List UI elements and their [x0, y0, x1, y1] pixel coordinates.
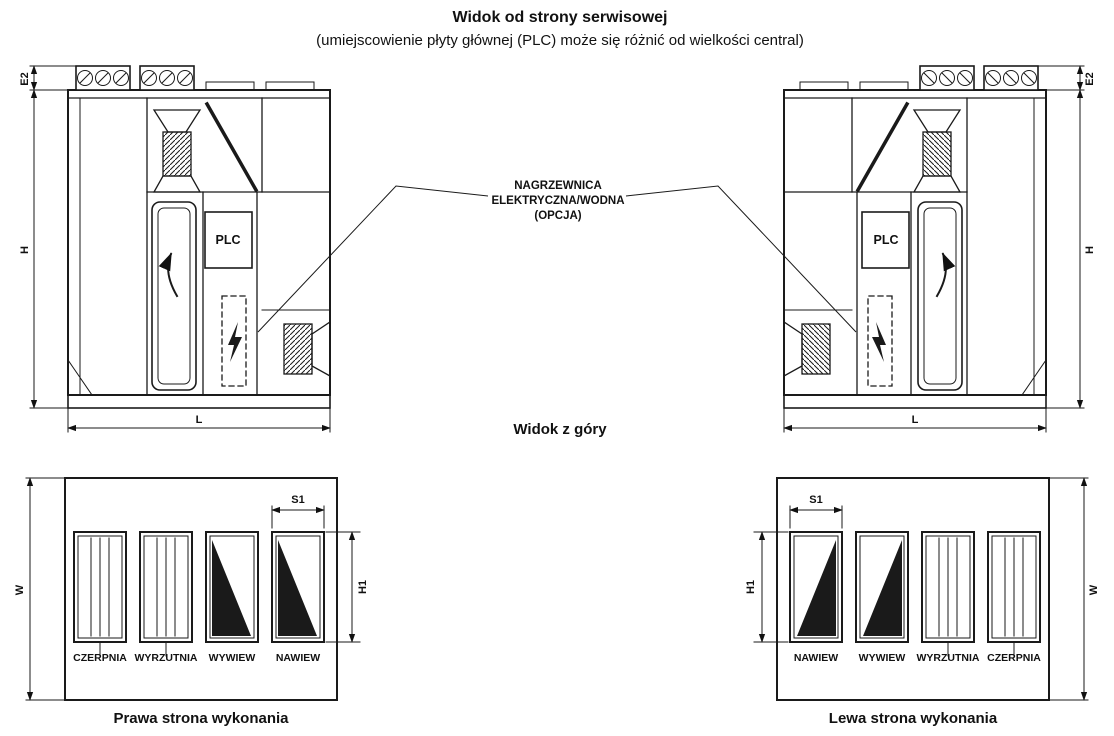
opening-label-wywiew: WYWIEW — [859, 652, 906, 664]
opening-label-wyrzutnia: WYRZUTNIA — [135, 652, 198, 664]
page-subtitle: (umiejscowienie płyty głównej (PLC) może… — [316, 32, 804, 49]
dim-label-e2-right: E2 — [1084, 72, 1096, 85]
top-view-right-execution — [26, 478, 360, 700]
top-view-left-execution — [754, 478, 1088, 700]
caption-right-execution: Prawa strona wykonania — [113, 710, 289, 727]
dim-label-h-right: H — [1084, 246, 1096, 254]
top-view-heading: Widok z góry — [513, 421, 607, 438]
heater-callout-line2: ELEKTRYCZNA/WODNA — [491, 195, 624, 207]
dim-label-h-left: H — [19, 246, 31, 254]
dim-label-l-left: L — [196, 414, 203, 426]
heater-callout-line1: NAGRZEWNICA — [514, 180, 602, 192]
opening-label-czerpnia: CZERPNIA — [73, 652, 127, 664]
dim-label-w-left-plan: W — [14, 584, 26, 595]
heater-callout-line3: (OPCJA) — [534, 210, 581, 222]
page-title: Widok od strony serwisowej — [452, 9, 667, 26]
plc-label-left: PLC — [216, 233, 241, 247]
dim-label-h1-left-plan: H1 — [357, 580, 369, 594]
opening-label-wywiew: WYWIEW — [209, 652, 256, 664]
plc-label-right: PLC — [874, 233, 899, 247]
dim-label-l-right: L — [912, 414, 919, 426]
caption-left-execution: Lewa strona wykonania — [829, 710, 998, 727]
opening-label-czerpnia: CZERPNIA — [987, 652, 1041, 664]
dim-label-h1-right-plan: H1 — [745, 580, 757, 594]
dim-label-e2-left: E2 — [19, 72, 31, 85]
dim-label-s1-right-plan: S1 — [809, 494, 822, 506]
service-view-left-unit — [30, 66, 330, 432]
heater-leader-line-left — [257, 185, 489, 333]
opening-label-nawiew: NAWIEW — [276, 652, 320, 664]
dim-label-s1-left-plan: S1 — [291, 494, 304, 506]
heater-leader-line-right — [625, 185, 857, 333]
opening-label-nawiew: NAWIEW — [794, 652, 838, 664]
opening-label-wyrzutnia: WYRZUTNIA — [917, 652, 980, 664]
service-view-right-unit — [784, 66, 1084, 432]
dim-label-w-right-plan: W — [1088, 584, 1100, 595]
